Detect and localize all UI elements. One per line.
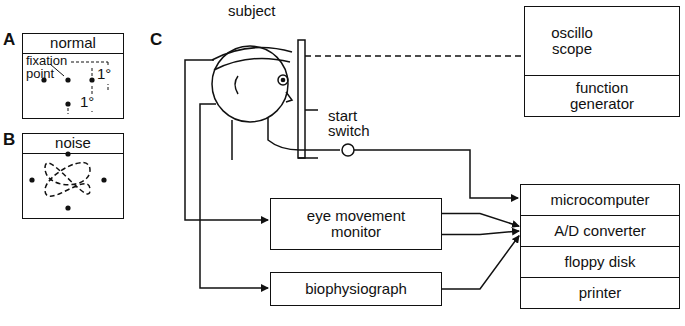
panel-letter: C <box>150 32 162 47</box>
recorder-box: biophysiograph <box>270 272 442 306</box>
node-text: function generator <box>552 80 652 112</box>
generator-box: function generator <box>524 75 680 117</box>
optical-path <box>305 55 522 57</box>
dimension-label: 1° <box>80 94 94 109</box>
printer-box: printer <box>520 277 680 309</box>
stimulus-panel: noise <box>22 133 124 219</box>
subject-label: subject <box>228 3 276 18</box>
node-text: eye movement monitor <box>281 208 431 240</box>
electrode-wire <box>185 60 268 220</box>
panel-letter: B <box>3 132 15 147</box>
converter-box: A/D converter <box>520 215 680 247</box>
target-dots <box>29 151 106 210</box>
node-text: oscillo scope <box>532 25 612 57</box>
node-text: floppy disk <box>565 254 636 270</box>
panel-letter: A <box>3 32 15 47</box>
storage-box: floppy disk <box>520 246 680 278</box>
signal-connector <box>442 236 519 289</box>
node-text: A/D converter <box>554 223 646 239</box>
lissajous-trace <box>45 163 90 197</box>
switch-label: start switch <box>328 108 384 138</box>
node-text: biophysiograph <box>305 281 407 297</box>
subject-figure <box>212 40 340 160</box>
fixation-label: fixation point <box>26 54 86 80</box>
switch-wire <box>354 150 518 198</box>
node-text: normal <box>23 34 123 54</box>
start-switch <box>342 144 354 156</box>
signal-connector <box>442 214 519 227</box>
signal-connector <box>442 231 519 234</box>
dimension-label: 1° <box>97 66 111 81</box>
node-text: noise <box>23 134 123 154</box>
monitor-box: eye movement monitor <box>270 198 442 250</box>
node-text: microcomputer <box>550 192 649 208</box>
computer-box: microcomputer <box>520 184 680 216</box>
node-text: printer <box>579 285 622 301</box>
oscilloscope-box: oscillo scope <box>524 6 680 76</box>
electrode-wire <box>200 104 268 288</box>
